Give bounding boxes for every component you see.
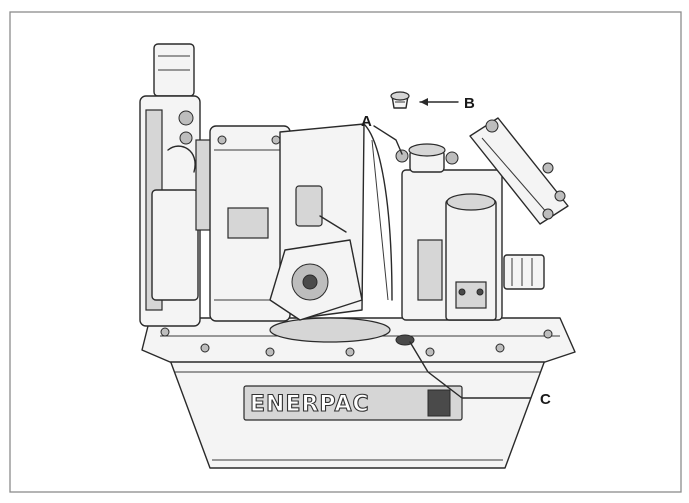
brand-label: ENERPAC (250, 392, 370, 417)
callout-a: A (361, 113, 403, 155)
callout-a-label: A (361, 113, 372, 130)
callout-c-label: C (540, 391, 551, 408)
filler-breather (395, 143, 459, 173)
brand-logo-mark (427, 389, 451, 417)
valve-manifold (269, 185, 363, 321)
reservoir-tank: ENERPAC (169, 359, 546, 469)
callout-c: C (409, 341, 551, 408)
valve-block (401, 169, 545, 321)
sight-gauge (469, 117, 569, 225)
motor-assembly (139, 43, 215, 327)
part-b-cap (390, 91, 410, 109)
callout-b: B (419, 95, 475, 112)
base-plate (141, 317, 576, 363)
callout-b-label: B (464, 95, 475, 112)
brand-plate (243, 385, 463, 421)
pump-illustration: ENERPAC (139, 43, 576, 469)
